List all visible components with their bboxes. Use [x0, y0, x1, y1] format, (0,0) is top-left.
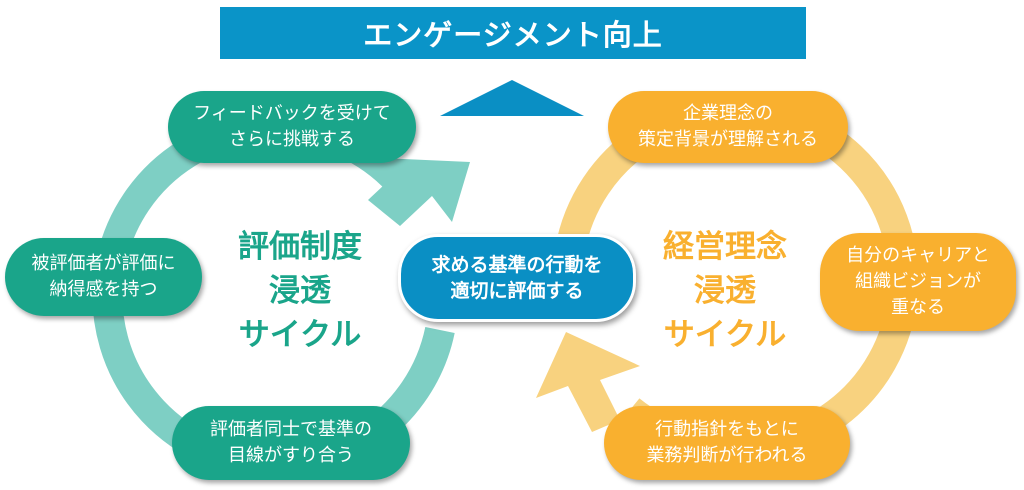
- left-cycle-title: 評価制度 浸透 サイクル: [205, 225, 395, 357]
- triangle-up-icon: [440, 80, 584, 116]
- title-line: 評価制度: [238, 229, 362, 265]
- right-node-career: 自分のキャリアと 組織ビジョンが 重なる: [820, 233, 1016, 331]
- node-text-line: 重なる: [891, 297, 945, 318]
- right-cycle-title: 経営理念 浸透 サイクル: [630, 225, 820, 357]
- engagement-banner: エンゲージメント向上: [220, 7, 806, 59]
- left-node-alignment: 評価者同士で基準の 目線がすり合う: [172, 406, 410, 480]
- center-text-line: 適切に評価する: [450, 280, 584, 302]
- node-text-line: 行動指針をもとに: [655, 419, 799, 440]
- left-node-feedback: フィードバックを受けて さらに挑戦する: [168, 91, 416, 163]
- node-text-line: 納得感を持つ: [49, 279, 158, 300]
- node-text-line: 評価者同士で基準の: [210, 419, 372, 440]
- center-node: 求める基準の行動を 適切に評価する: [398, 234, 636, 322]
- title-line: 浸透: [269, 273, 331, 309]
- node-text-line: 組織ビジョンが: [855, 271, 981, 292]
- right-node-philosophy: 企業理念の 策定背景が理解される: [608, 91, 848, 163]
- node-text-line: 目線がすり合う: [228, 445, 354, 466]
- node-text-line: 自分のキャリアと: [846, 245, 990, 266]
- right-node-judgment: 行動指針をもとに 業務判断が行われる: [604, 406, 850, 480]
- title-line: サイクル: [663, 317, 787, 353]
- node-text-line: 業務判断が行われる: [646, 445, 808, 466]
- title-line: 経営理念: [663, 229, 787, 265]
- left-node-acceptance: 被評価者が評価に 納得感を持つ: [5, 238, 202, 316]
- node-text-line: 被評価者が評価に: [31, 253, 176, 274]
- banner-title: エンゲージメント向上: [363, 18, 663, 52]
- node-text-line: フィードバックを受けて: [193, 103, 391, 124]
- arrow-up-left-icon: [536, 332, 640, 432]
- arrow-down-right-icon: [368, 158, 470, 226]
- node-text-line: さらに挑戦する: [229, 129, 355, 150]
- center-text-line: 求める基準の行動を: [431, 254, 603, 276]
- node-text-line: 企業理念の: [683, 103, 773, 124]
- title-line: 浸透: [694, 273, 756, 309]
- title-line: サイクル: [238, 317, 362, 353]
- node-text-line: 策定背景が理解される: [638, 129, 818, 150]
